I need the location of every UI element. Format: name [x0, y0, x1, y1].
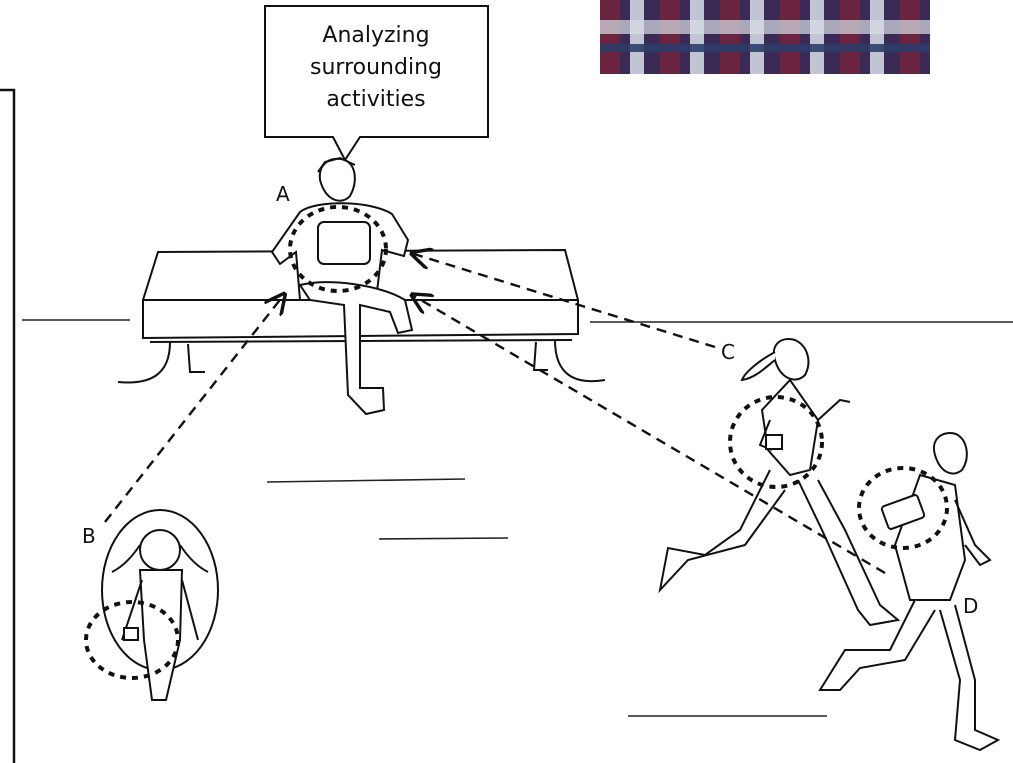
- callout-line-2: surrounding: [265, 52, 487, 84]
- left-panel-frame: [0, 90, 14, 763]
- person-label-c: C: [721, 340, 735, 364]
- person-label-b: B: [82, 524, 96, 548]
- callout-line-3: activities: [265, 84, 487, 116]
- callout-caption: Analyzing surrounding activities: [265, 20, 487, 116]
- person-d-figure: [820, 433, 998, 750]
- person-c-figure: [660, 339, 898, 625]
- plaid-shirt-photo: [600, 0, 930, 74]
- person-label-d: D: [963, 594, 978, 618]
- callout-line-1: Analyzing: [265, 20, 487, 52]
- person-label-a: A: [276, 182, 290, 206]
